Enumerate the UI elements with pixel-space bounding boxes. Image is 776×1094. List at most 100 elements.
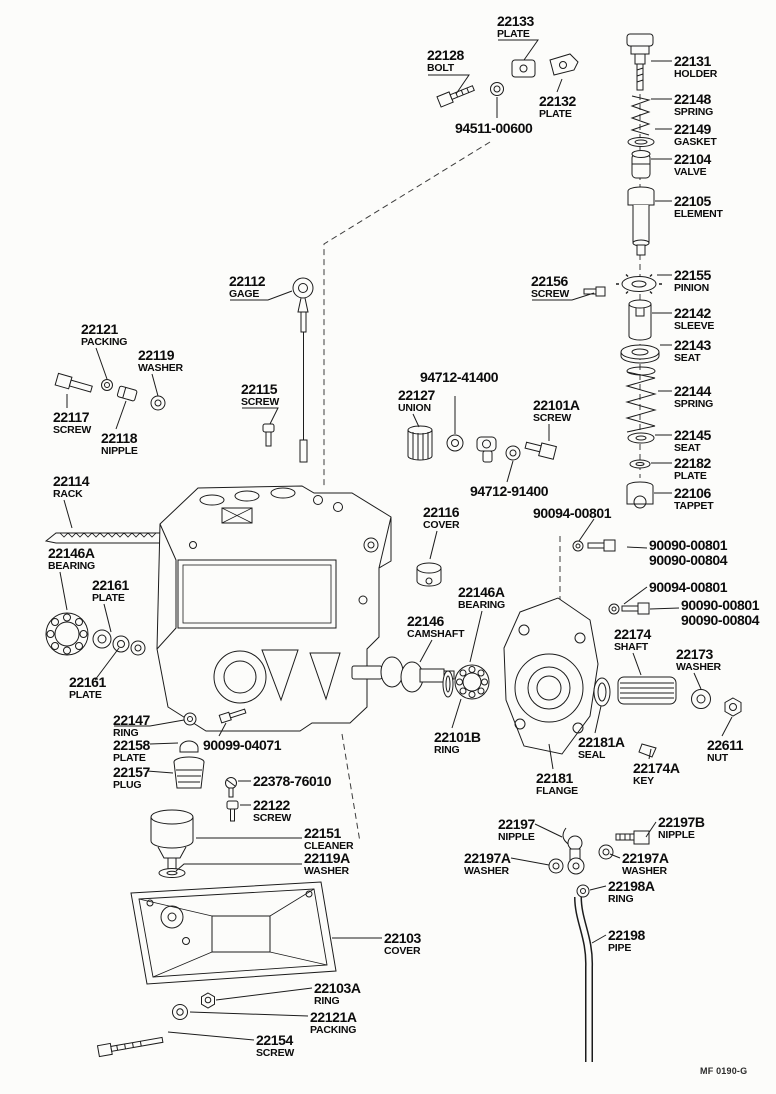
screw-22101a: [524, 441, 558, 460]
part-name: WASHER: [138, 361, 183, 374]
part-number: 22181A: [578, 734, 625, 750]
part-number: 22197: [498, 816, 535, 832]
washer-22119: [150, 395, 166, 411]
part-name: SPRING: [674, 105, 714, 118]
ring-22198a: [576, 884, 590, 898]
bolt-90090-lower: [608, 602, 650, 615]
part-number: 22119: [138, 347, 175, 363]
part-name: TAPPET: [674, 499, 714, 512]
nipple-22197b: [615, 830, 650, 845]
screw-22117: [54, 372, 93, 393]
part-number: 22611: [707, 737, 744, 753]
part-number: 22101A: [533, 397, 580, 413]
bearing-22146a-center: [454, 664, 490, 700]
plate-22161-second: [112, 635, 130, 653]
part-name: WASHER: [464, 864, 509, 877]
washer-94511-00600: [490, 82, 504, 96]
camshaft-22146: [351, 656, 455, 693]
part-number: 90090-00801: [681, 597, 760, 613]
shaft-22174: [617, 676, 677, 705]
part-name: PINION: [674, 281, 709, 294]
part-number: 22121A: [310, 1009, 357, 1025]
part-name: PLATE: [69, 688, 102, 701]
part-name: RING: [608, 892, 634, 905]
part-name: PLUG: [113, 778, 142, 791]
screw-22154: [96, 1036, 164, 1058]
part-number: 22161: [92, 577, 129, 593]
part-number: 22116: [423, 504, 460, 520]
part-number: 22198A: [608, 878, 655, 894]
part-name: GAGE: [229, 287, 260, 300]
part-number: 22101B: [434, 729, 481, 745]
part-number: 22149: [674, 121, 711, 137]
part-name: BEARING: [458, 598, 506, 611]
plate-22182: [629, 459, 651, 469]
part-name: NIPPLE: [101, 444, 138, 457]
part-number: 22146: [407, 613, 444, 629]
part-number: 22115: [241, 381, 278, 397]
part-name: PLATE: [497, 27, 530, 40]
plug-22157: [173, 756, 205, 789]
part-name: SLEEVE: [674, 319, 715, 332]
washer-22119a: [158, 868, 186, 878]
part-label-90094-00801: 90094-00801: [533, 505, 612, 521]
part-name: ELEMENT: [674, 207, 723, 220]
part-number: 22174A: [633, 760, 680, 776]
part-name: PACKING: [81, 335, 128, 348]
holder-22131: [626, 33, 654, 91]
part-number: 22121: [81, 321, 118, 337]
spring-22148: [630, 95, 651, 136]
part-number: 22181: [536, 770, 573, 786]
seat-22145: [627, 432, 655, 444]
part-name: UNION: [398, 401, 431, 414]
packing-22121a: [172, 1004, 188, 1020]
nipple-22197: [562, 827, 583, 862]
part-name: FLANGE: [536, 784, 578, 797]
pump-body: [156, 485, 392, 732]
part-number: 22132: [539, 93, 576, 109]
part-number: 94712-41400: [420, 369, 499, 385]
cover-22103: [130, 881, 337, 985]
part-number: 90090-00801: [649, 537, 728, 553]
part-number: 22198: [608, 927, 645, 943]
part-name: RING: [113, 726, 139, 739]
ring-22103a: [201, 992, 215, 1009]
plate-22133: [511, 59, 536, 78]
part-name: SCREW: [53, 423, 92, 436]
part-label-90099-04071: 90099-04071: [203, 738, 282, 753]
part-number: 90094-00801: [533, 505, 612, 521]
part-name: SCREW: [253, 811, 292, 824]
part-label-94712-41400: 94712-41400: [420, 369, 499, 385]
part-number: 22182: [674, 455, 711, 471]
seal-22181a: [593, 677, 611, 707]
part-number: 22104: [674, 151, 711, 167]
part-name: WASHER: [676, 660, 721, 673]
spring-22144: [625, 366, 657, 433]
leader-lines: [59, 39, 733, 1041]
part-name: SCREW: [241, 395, 280, 408]
part-name: SPRING: [674, 397, 714, 410]
bolt-22128: [436, 85, 475, 108]
bolt-90090-upper: [572, 539, 616, 552]
part-name: RING: [314, 994, 340, 1007]
flange-22181: [503, 597, 599, 755]
part-number: 22158: [113, 737, 150, 753]
